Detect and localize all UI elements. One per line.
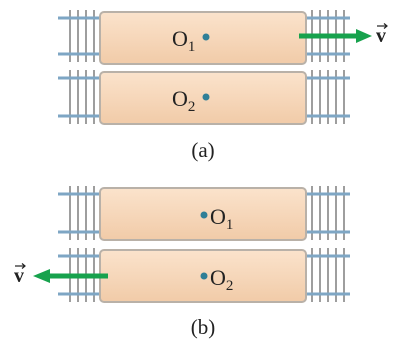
svg-text:O2: O2: [210, 265, 233, 294]
origin-subscript: 1: [188, 39, 196, 55]
origin-subscript: 1: [226, 217, 234, 233]
caption-a: (a): [191, 138, 214, 162]
origin-dot-icon: [202, 93, 210, 101]
vector-overarrow-icon: [15, 263, 26, 269]
caption-b: (b): [191, 315, 216, 339]
track-a2: O2: [58, 70, 350, 125]
origin-dot-icon: [202, 33, 210, 41]
origin-letter: O: [172, 86, 188, 111]
origin-letter: O: [172, 26, 188, 51]
origin-letter: O: [210, 204, 226, 229]
train-label-o1: O1: [200, 204, 233, 233]
velocity-label: v: [376, 25, 386, 47]
track-b1: O1: [58, 186, 350, 241]
origin-subscript: 2: [226, 278, 234, 294]
svg-text:O2: O2: [172, 86, 195, 115]
train-label-o2: O2: [172, 86, 210, 115]
svg-text:O1: O1: [172, 26, 195, 55]
panel-b: O1 O2: [14, 186, 350, 339]
velocity-arrow-left-icon: [33, 269, 108, 283]
origin-dot-icon: [200, 211, 208, 219]
track-a1: O1: [58, 10, 350, 65]
origin-letter: O: [210, 265, 226, 290]
origin-dot-icon: [200, 272, 208, 280]
vector-overarrow-icon: [377, 23, 388, 29]
svg-text:O1: O1: [210, 204, 233, 233]
train-label-o1: O1: [172, 26, 210, 55]
train-label-o2: O2: [200, 265, 233, 294]
velocity-arrow-right-icon: [299, 29, 372, 43]
velocity-label: v: [14, 265, 24, 287]
origin-subscript: 2: [188, 99, 196, 115]
panel-a: O1 v: [58, 10, 388, 162]
